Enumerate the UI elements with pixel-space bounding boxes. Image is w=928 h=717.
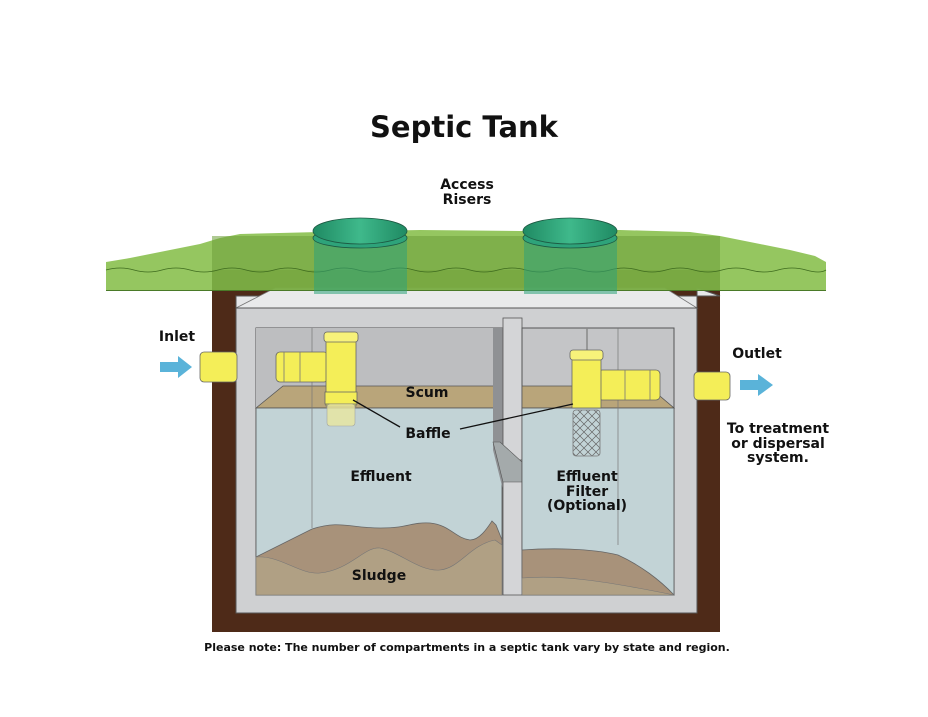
- outlet-baffle-cap: [569, 349, 604, 361]
- access-riser-left: [312, 217, 408, 294]
- destination-label: To treatment or dispersal system.: [726, 421, 830, 467]
- inlet-baffle-cap: [323, 331, 359, 343]
- effluent-label: Effluent: [350, 469, 412, 485]
- inlet-baffle-submerged: [326, 403, 356, 427]
- sludge-settled-secondary: [521, 576, 675, 596]
- sludge-label: Sludge: [351, 568, 407, 584]
- arrow-right-icon: [740, 374, 773, 396]
- arrow-right-icon: [160, 356, 192, 378]
- footnote: Please note: The number of compartments …: [204, 641, 730, 654]
- grass-edge: [105, 267, 827, 273]
- outlet-baffle-body: [571, 355, 602, 409]
- inlet-baffle-collar: [324, 391, 358, 405]
- access-risers-label: Access Risers: [440, 177, 494, 208]
- baffle-label: Baffle: [405, 426, 451, 442]
- sludge-settled: [255, 539, 503, 596]
- partition: [502, 317, 523, 461]
- inlet-label: Inlet: [158, 329, 196, 345]
- scum-label: Scum: [405, 385, 449, 401]
- access-riser-right: [522, 217, 618, 294]
- diagram-title: Septic Tank: [370, 110, 558, 144]
- outlet-label: Outlet: [732, 346, 782, 362]
- grass-shade: [212, 236, 720, 290]
- baffle-leader-left: [352, 399, 401, 428]
- partition-lower: [502, 479, 523, 596]
- scum-layer: [254, 385, 503, 409]
- effluent-filter: [572, 409, 601, 457]
- effluent-filter-label: Effluent Filter (Optional): [546, 469, 628, 515]
- baffle-leader-right: [459, 403, 574, 430]
- outlet-pipe: [693, 371, 731, 401]
- inlet-pipe: [199, 351, 238, 383]
- outlet-baffle-arm: [597, 369, 661, 401]
